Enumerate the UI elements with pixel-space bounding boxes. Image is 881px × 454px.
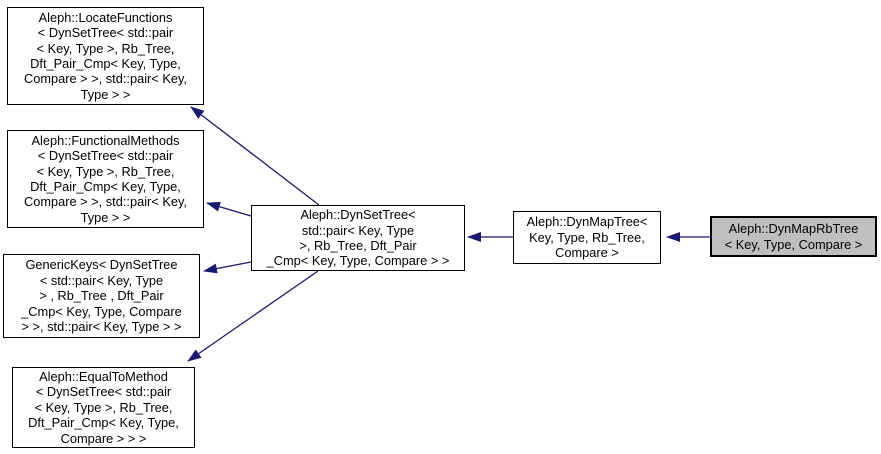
node-equal-to-method[interactable]: Aleph::EqualToMethod < DynSetTree< std::… bbox=[12, 367, 195, 448]
edge-dynsettree-to-equaltomethod bbox=[187, 270, 319, 362]
node-dyn-map-tree[interactable]: Aleph::DynMapTree< Key, Type, Rb_Tree, C… bbox=[513, 211, 661, 264]
node-functional-methods[interactable]: Aleph::FunctionalMethods < DynSetTree< s… bbox=[7, 130, 204, 228]
node-dyn-map-rb-tree-current: Aleph::DynMapRbTree < Key, Type, Compare… bbox=[710, 216, 877, 257]
node-locate-functions[interactable]: Aleph::LocateFunctions < DynSetTree< std… bbox=[7, 7, 204, 105]
node-dyn-set-tree[interactable]: Aleph::DynSetTree< std::pair< Key, Type … bbox=[251, 205, 465, 271]
node-generic-keys[interactable]: GenericKeys< DynSetTree < std::pair< Key… bbox=[3, 254, 200, 338]
edge-dynsettree-to-locatefunctions bbox=[190, 106, 320, 206]
edge-dynsettree-to-functionalmethods bbox=[206, 201, 252, 217]
edge-dynsettree-to-generickeys bbox=[203, 261, 252, 274]
